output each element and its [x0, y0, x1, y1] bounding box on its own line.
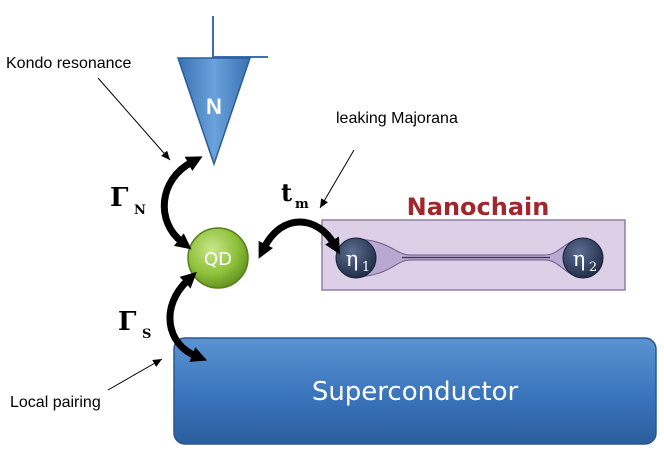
superconductor-block — [173, 337, 657, 445]
local-pairing-label: Local pairing — [10, 394, 101, 411]
gamma-n-symbol: Γ — [110, 183, 129, 213]
gamma-n-coupling-arrow-icon — [160, 156, 203, 250]
tm-subscript: m — [295, 197, 309, 212]
leaking-majorana-label: leaking Majorana — [336, 110, 458, 127]
majorana-eta2-symbol: η — [573, 247, 586, 271]
nanochain-title: Nanochain — [407, 193, 550, 221]
leaking-pointer-arrow-icon — [319, 149, 355, 209]
gamma-s-subscript: S — [142, 327, 151, 342]
majorana-eta2-subscript: 2 — [589, 260, 597, 275]
majorana-eta1-symbol: η — [346, 247, 359, 271]
gamma-s-symbol: Γ — [118, 307, 137, 337]
majorana-eta2 — [562, 237, 604, 279]
majorana-eta1-subscript: 1 — [362, 260, 370, 275]
local-pairing-pointer-arrow-icon — [107, 358, 163, 391]
normal-lead-tip — [176, 57, 252, 167]
superconductor-label: Superconductor — [312, 377, 519, 407]
tm-symbol: t — [281, 178, 292, 207]
tm-coupling-arrow-icon — [258, 218, 340, 259]
kondo-pointer-arrow-icon — [97, 77, 171, 161]
lead-wire — [212, 16, 268, 58]
quantum-dot-label: QD — [204, 249, 232, 270]
kondo-resonance-label: Kondo resonance — [6, 55, 132, 72]
normal-lead-label: N — [206, 94, 222, 119]
gamma-n-subscript: N — [134, 203, 146, 218]
gamma-s-coupling-arrow-icon — [166, 271, 208, 362]
